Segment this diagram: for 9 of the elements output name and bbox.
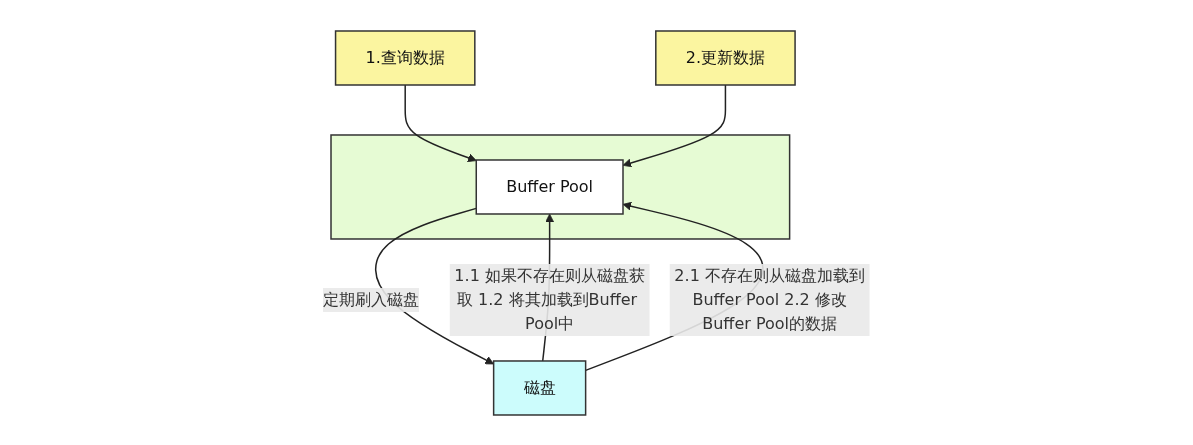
node-box: 2.更新数据 <box>655 29 796 86</box>
node-box: 磁盘 <box>493 359 587 416</box>
arrow <box>404 83 477 162</box>
cluster <box>330 133 791 240</box>
node-box: 1.查询数据 <box>335 29 476 86</box>
edge-label: 2.1 不存在则从磁盘加载到Buffer Pool 2.2 修改Buffer Pool的数据 <box>674 265 866 333</box>
edge-label: 1.1 如果不存在则从磁盘获取 1.2 将其加载到Buffer Pool中 <box>454 265 646 333</box>
node-box: Buffer Pool <box>475 158 624 215</box>
edge-label: 定期刷入磁盘 <box>323 289 420 309</box>
